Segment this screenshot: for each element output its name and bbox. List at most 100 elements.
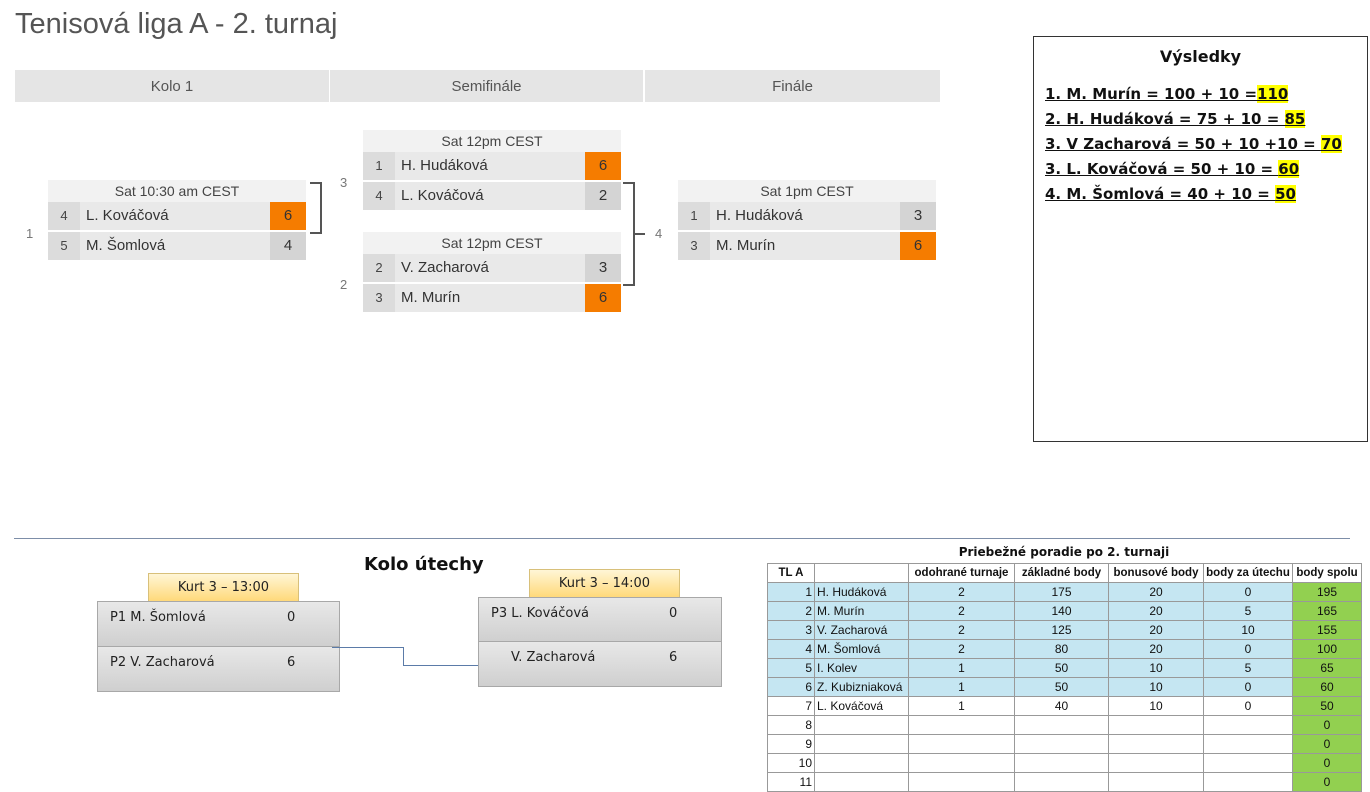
standings-consolation-points: 0 [1203,639,1293,659]
standings-total-points: 165 [1292,601,1362,621]
consolation-player-box[interactable]: P1 M. Šomlová 0 [97,601,340,647]
standings-total-points: 0 [1292,734,1362,754]
round-header-1: Kolo 1 [15,70,329,102]
player-score: 3 [900,202,936,230]
match-final[interactable]: Sat 1pm CEST 1 H. Hudáková 3 3 M. Murín … [678,180,936,260]
standings-tournaments [908,715,1015,735]
court-label: Kurt 3 – 14:00 [529,569,680,598]
standings-total-points: 0 [1292,772,1362,792]
result-line: 3. V Zacharová = 50 + 10 +10 = 70 [1045,132,1367,157]
player-row[interactable]: 5 M. Šomlová 4 [48,232,306,260]
match-r1[interactable]: Sat 10:30 am CEST 4 L. Kováčová 6 5 M. Š… [48,180,306,260]
standings-rank: 9 [767,734,815,754]
player-name: L. Kováčová [401,187,484,204]
standings-consolation-points: 0 [1203,696,1293,716]
standings-player-name: M. Šomlová [814,639,909,659]
consolation-player-box[interactable]: V. Zacharová 6 [478,641,722,687]
standings-tournaments [908,772,1015,792]
standings-player-name: V. Zacharová [814,620,909,640]
standings-rank: 10 [767,753,815,773]
player-score: 6 [270,202,306,230]
player-name: H. Hudáková [716,207,803,224]
standings-total-points: 0 [1292,715,1362,735]
match-number: 2 [340,277,348,292]
player-row[interactable]: 4 L. Kováčová 2 [363,182,621,210]
standings-bonus-points [1108,715,1204,735]
standings-total-points: 195 [1292,582,1362,602]
consolation-player-box[interactable]: P3 L. Kováčová 0 [478,597,722,643]
player-row[interactable]: 1 H. Hudáková 3 [678,202,936,230]
match-sf2[interactable]: Sat 12pm CEST 2 V. Zacharová 3 3 M. Murí… [363,232,621,312]
result-text: 4. M. Šomlová = 40 + 10 = [1045,185,1276,203]
round-header-2: Semifinále [330,70,643,102]
player-seed: 5 [48,232,80,260]
standings-total-points: 100 [1292,639,1362,659]
player-row[interactable]: 2 V. Zacharová 3 [363,254,621,282]
standings-title: Priebežné poradie po 2. turnaji [958,545,1170,559]
player-seed: 1 [678,202,710,230]
match-number: 3 [340,175,348,190]
player-row[interactable]: 4 L. Kováčová 6 [48,202,306,230]
header-bonus-points: bonusové body [1108,563,1204,583]
standings-total-points: 0 [1292,753,1362,773]
consolation-title: Kolo útechy [364,554,484,575]
standings-bonus-points [1108,734,1204,754]
player-name: H. Hudáková [401,157,488,174]
standings-bonus-points: 10 [1108,677,1204,697]
consolation-player-name: P2 V. Zacharová [110,655,215,670]
consolation-player-box[interactable]: P2 V. Zacharová 6 [97,646,340,692]
standings-total-points: 65 [1292,658,1362,678]
table-row: 10 0 [767,753,1362,773]
player-score: 3 [585,254,621,282]
consolation-player-name: P3 L. Kováčová [491,606,590,621]
header-tournaments: odohrané turnaje [908,563,1015,583]
player-name: M. Murín [401,289,461,306]
bracket-connector-stub [635,233,645,235]
consolation-connector [403,647,404,666]
standings-player-name: H. Hudáková [814,582,909,602]
player-row[interactable]: 1 H. Hudáková 6 [363,152,621,180]
standings-rank: 7 [767,696,815,716]
consolation-connector [332,647,404,648]
match-sf1[interactable]: Sat 12pm CEST 1 H. Hudáková 6 4 L. Kováč… [363,130,621,210]
standings-consolation-points [1203,715,1293,735]
standings-base-points: 40 [1014,696,1109,716]
player-seed: 2 [363,254,395,282]
player-row[interactable]: 3 M. Murín 6 [678,232,936,260]
bracket-connector [623,182,635,286]
standings-tournaments: 2 [908,582,1015,602]
result-points: 60 [1278,160,1300,178]
standings-header-row: TL A odohrané turnaje základné body bonu… [767,563,1362,583]
table-row: 11 0 [767,772,1362,792]
player-seed: 4 [363,182,395,210]
standings-base-points: 50 [1014,677,1109,697]
standings-tournaments [908,753,1015,773]
result-text: 1. M. Murín = 100 + 10 = [1045,85,1258,103]
standings-rank: 11 [767,772,815,792]
standings-tournaments: 1 [908,696,1015,716]
standings-consolation-points [1203,734,1293,754]
match-time: Sat 1pm CEST [678,180,936,202]
result-points: 110 [1257,85,1289,103]
round-header-3: Finále [645,70,940,102]
standings-player-name: L. Kováčová [814,696,909,716]
match-time: Sat 12pm CEST [363,232,621,254]
result-text: 3. V Zacharová = 50 + 10 +10 = [1045,135,1321,153]
result-points: 85 [1284,110,1306,128]
bracket-connector [310,182,322,234]
standings-rank: 5 [767,658,815,678]
result-line: 2. H. Hudáková = 75 + 10 = 85 [1045,107,1367,132]
player-score: 6 [585,284,621,312]
page-title: Tenisová liga A - 2. turnaj [15,8,338,40]
player-name: M. Murín [716,237,776,254]
standings-consolation-points: 0 [1203,677,1293,697]
consolation-player-score: 6 [669,650,678,665]
player-row[interactable]: 3 M. Murín 6 [363,284,621,312]
standings-rank: 6 [767,677,815,697]
match-number: 1 [26,226,34,241]
